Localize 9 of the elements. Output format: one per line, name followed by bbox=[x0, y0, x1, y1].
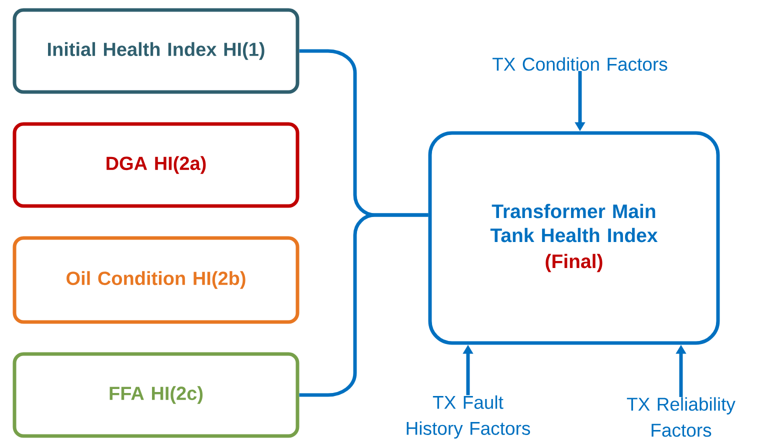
factor-label: TX Condition Factors bbox=[492, 57, 668, 71]
input-box: DGA HI(2a) bbox=[12, 122, 300, 208]
factor-label: TX Fault History Factors bbox=[406, 395, 530, 439]
brace-connector bbox=[299, 213, 428, 397]
input-box: Oil Condition HI(2b) bbox=[12, 236, 300, 324]
input-box: FFA HI(2c) bbox=[12, 352, 300, 438]
factor-label: TX Reliability Factors bbox=[626, 397, 736, 437]
result-box: Transformer Main Tank Health Index (Final) bbox=[428, 131, 720, 345]
input-box: Initial Health Index HI(1) bbox=[12, 8, 300, 94]
